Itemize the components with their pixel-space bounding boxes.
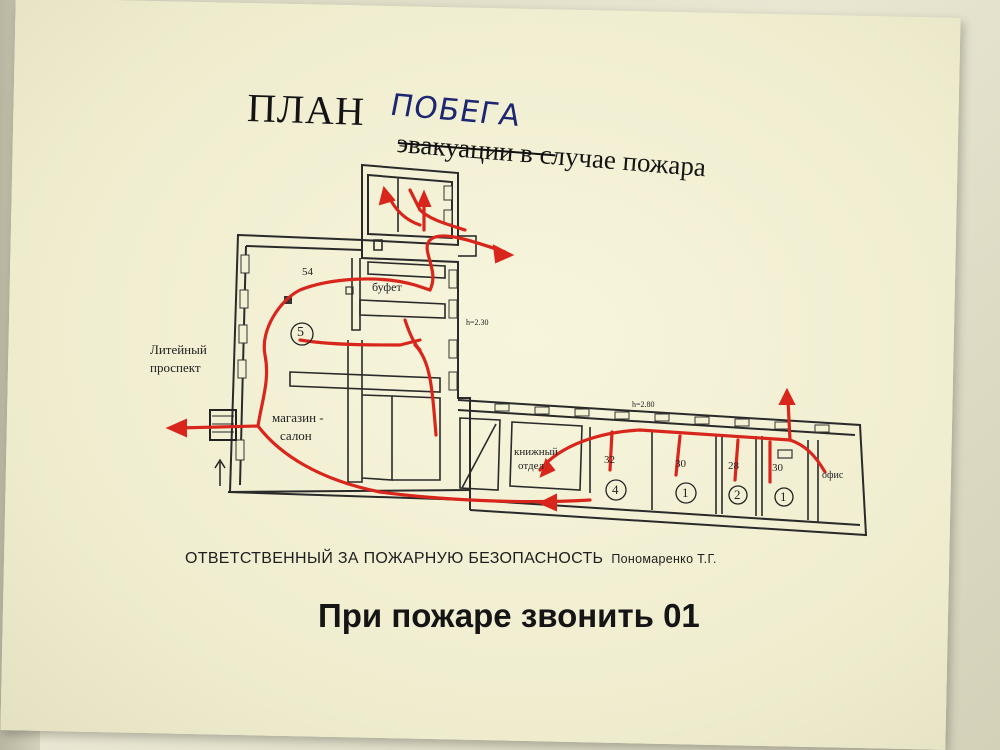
room-54: 54 xyxy=(302,266,313,278)
shop-label-line1: магазин - xyxy=(272,410,324,425)
marker-circle-1a xyxy=(675,482,697,504)
emergency-call: При пожаре звонить 01 xyxy=(318,597,700,634)
window xyxy=(239,289,249,309)
marker-circle-2 xyxy=(728,485,748,505)
right-wing-wall xyxy=(457,399,868,537)
shop-label-line2: салон xyxy=(280,428,312,443)
book-dept-label-line2: отдел xyxy=(518,460,544,472)
street-label-line1: Литейный xyxy=(150,342,207,357)
window xyxy=(240,254,250,274)
height-label-2: h=2.80 xyxy=(632,400,655,409)
book-dept-label-line1: книжный xyxy=(514,446,558,458)
marker-circle-4 xyxy=(605,479,627,501)
wing-inner-bottom xyxy=(471,499,861,526)
marker-circle-1b xyxy=(774,487,794,507)
room-30: 30 xyxy=(675,458,686,470)
marker-number-1a: 1 xyxy=(682,485,689,500)
equipment-marker xyxy=(345,286,354,295)
marker-number-5: 5 xyxy=(297,325,304,340)
entrance-arrow xyxy=(214,458,226,486)
responsible-label: ОТВЕТСТВЕННЫЙ ЗА ПОЖАРНУЮ БЕЗОПАСНОСТЬ xyxy=(185,550,604,567)
tower-inner-wall xyxy=(367,173,453,240)
window xyxy=(235,439,245,461)
responsible-person: Пономаренко Т.Г. xyxy=(611,552,717,566)
office-label: офис xyxy=(822,470,844,481)
height-label-1: h=2.30 xyxy=(466,318,489,327)
marker-number-4: 4 xyxy=(612,482,619,497)
window xyxy=(238,324,248,344)
responsible-line: ОТВЕТСТВЕННЫЙ ЗА ПОЖАРНУЮ БЕЗОПАСНОСТЬ По… xyxy=(185,550,717,568)
equipment-marker xyxy=(777,449,793,459)
room-32: 32 xyxy=(604,454,615,466)
window xyxy=(448,299,458,319)
window xyxy=(237,359,247,379)
marker-circle-5 xyxy=(290,322,314,346)
street-label-line2: проспект xyxy=(150,360,201,375)
route-arrowheads xyxy=(165,185,796,512)
buffet-label: буфет xyxy=(372,280,402,294)
room-30b: 30 xyxy=(772,462,783,474)
window xyxy=(448,269,458,289)
tower-wall xyxy=(361,163,459,247)
marker-number-1b: 1 xyxy=(780,489,787,504)
marker-number-2: 2 xyxy=(734,487,741,502)
window xyxy=(448,339,458,359)
window xyxy=(443,185,453,201)
inner-top-wall xyxy=(245,245,363,251)
main-block-wall xyxy=(228,233,471,494)
room-28: 28 xyxy=(728,460,739,472)
window xyxy=(448,371,458,391)
